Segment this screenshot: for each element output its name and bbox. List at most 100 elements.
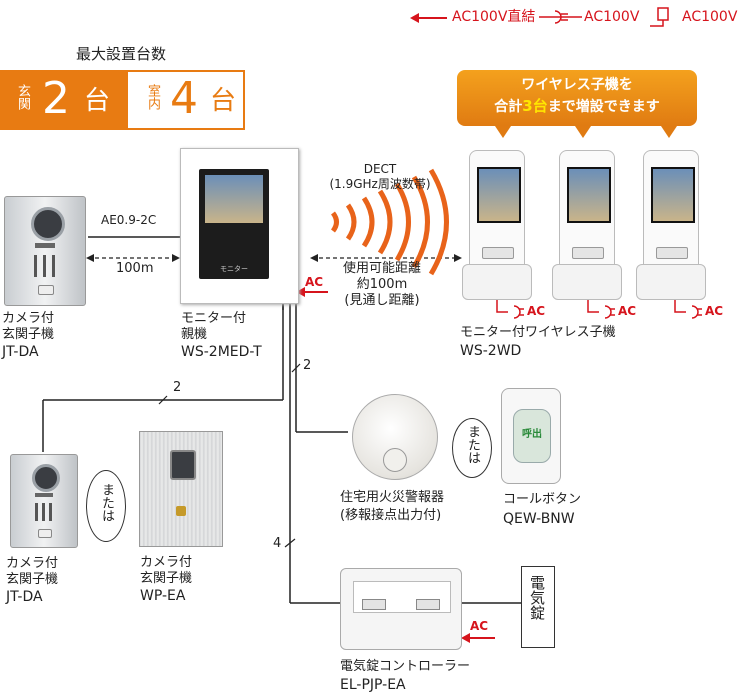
call-button-icon: [38, 285, 54, 295]
wireless-handset-3: [643, 150, 699, 272]
entrance-count: 2: [42, 73, 70, 124]
camera-lens-icon: [32, 464, 60, 492]
handset-button-icon: [656, 247, 688, 259]
monitor-line1: モニター付: [181, 311, 247, 326]
controller-button-icon: [362, 599, 386, 610]
indoor-unit: 台: [210, 86, 237, 116]
ac-label-charger-2: AC: [618, 304, 637, 318]
cable-type: AE0.9-2C: [101, 213, 157, 227]
monitor-model: WS-2MED-T: [181, 344, 262, 360]
speaker-slot-icon: [34, 255, 37, 277]
monitor-line2: 親機: [181, 327, 208, 342]
max-units-title: 最大設置台数: [76, 45, 167, 63]
or-bubble-2: または: [452, 418, 492, 478]
door-wp-model: WP-EA: [140, 588, 186, 604]
electric-lock-label: 電気錠: [528, 575, 546, 620]
or-label-1: または: [99, 483, 114, 522]
monitor-master-station: モニター: [180, 148, 299, 304]
dect-frequency: (1.9GHz周波数帯): [329, 177, 431, 191]
charger-stand-3: [636, 264, 706, 300]
electric-lock: 電気錠: [521, 566, 555, 648]
call-button-unit: 呼出: [501, 388, 561, 484]
alarm-button-icon: [383, 448, 407, 472]
entrance-count-panel: 玄関 2 台: [0, 70, 128, 130]
wireless-handset-2: [559, 150, 615, 272]
dect-wave-icon: [330, 168, 449, 276]
monitor-screen: [205, 175, 263, 223]
door-bottom-line2: 玄関子機: [6, 572, 59, 587]
monitor-panel: モニター: [199, 169, 269, 279]
door-wp-line1: カメラ付: [140, 555, 193, 570]
banner-pointer-2: [575, 126, 591, 138]
mic-grille-icon: [35, 243, 55, 248]
handset-screen: [651, 167, 695, 223]
range-line1: 使用可能距離: [342, 261, 421, 276]
door-station-top: [4, 196, 86, 306]
entrance-unit: 台: [84, 86, 111, 116]
fire-alarm-line1: 住宅用火災警報器: [340, 490, 445, 505]
legend-plug: AC100V: [584, 9, 640, 25]
door-station-bottom: [10, 454, 78, 548]
range-line2: 約100m: [356, 277, 408, 292]
indoor-label: 室内: [145, 84, 160, 110]
cable-length: 100m: [116, 261, 154, 276]
ac-label-controller: AC: [470, 619, 489, 633]
banner-pointer-1: [495, 126, 511, 138]
lock-controller-line1: 電気錠コントローラー: [340, 659, 471, 674]
wireless-model: WS-2WD: [460, 343, 522, 359]
wireless-handset-1: [469, 150, 525, 272]
controller-panel: [353, 581, 451, 613]
speaker-slot-icon: [42, 503, 45, 521]
call-button-model: QEW-BNW: [503, 511, 575, 527]
banner-suffix: まで増設できます: [547, 99, 660, 115]
wire-count-lock: 4: [273, 536, 282, 551]
speaker-slot-icon: [43, 255, 46, 277]
handset-screen: [477, 167, 521, 223]
door-station-wp: [139, 431, 223, 547]
ac-label-charger-1: AC: [527, 304, 546, 318]
or-bubble-1: または: [86, 470, 126, 542]
handset-button-icon: [482, 247, 514, 259]
handset-button-icon: [572, 247, 604, 259]
charger-stand-1: [462, 264, 532, 300]
controller-button-icon: [416, 599, 440, 610]
door-wp-line2: 玄関子機: [140, 571, 193, 586]
indoor-count: 4: [170, 73, 198, 124]
ac-label-charger-3: AC: [705, 304, 724, 318]
charger-stand-2: [552, 264, 622, 300]
banner-pointer-3: [661, 126, 677, 138]
door-top-line2: 玄関子機: [2, 327, 55, 342]
call-button-icon: [38, 529, 52, 538]
call-button-icon: [176, 506, 186, 516]
lock-controller: [340, 568, 462, 650]
or-label-2: または: [465, 425, 480, 464]
door-bottom-model: JT-DA: [6, 589, 43, 605]
call-button-face: 呼出: [513, 409, 551, 463]
legend-adapter: AC100V: [682, 9, 738, 25]
charger-plug-icons: [496, 300, 702, 319]
legend-direct: AC100V直結: [452, 9, 536, 25]
lock-controller-model: EL-PJP-EA: [340, 677, 406, 693]
entrance-label: 玄関: [15, 84, 30, 110]
dect-title: DECT: [363, 162, 397, 176]
camera-lens-icon: [170, 450, 196, 480]
handset-screen: [567, 167, 611, 223]
speaker-slot-icon: [35, 503, 38, 521]
banner-prefix: 合計: [494, 99, 523, 115]
banner-line1: ワイヤレス子機を: [521, 77, 633, 93]
camera-lens-icon: [31, 207, 65, 241]
speaker-slot-icon: [52, 255, 55, 277]
ac-label-monitor: AC: [305, 275, 324, 289]
range-line3: (見通し距離): [344, 293, 420, 308]
fire-alarm: [352, 394, 438, 480]
door-top-model: JT-DA: [2, 344, 39, 360]
call-button-line1: コールボタン: [503, 492, 582, 507]
mic-grille-icon: [35, 493, 53, 497]
monitor-screen-caption: モニター: [220, 265, 248, 273]
door-bottom-line1: カメラ付: [6, 556, 59, 571]
legend-graphics: [410, 7, 669, 27]
wire-count-door: 2: [173, 380, 182, 395]
fire-alarm-line2: (移報接点出力付): [340, 508, 442, 523]
banner-line2: 合計3台まで増設できます: [457, 97, 697, 115]
